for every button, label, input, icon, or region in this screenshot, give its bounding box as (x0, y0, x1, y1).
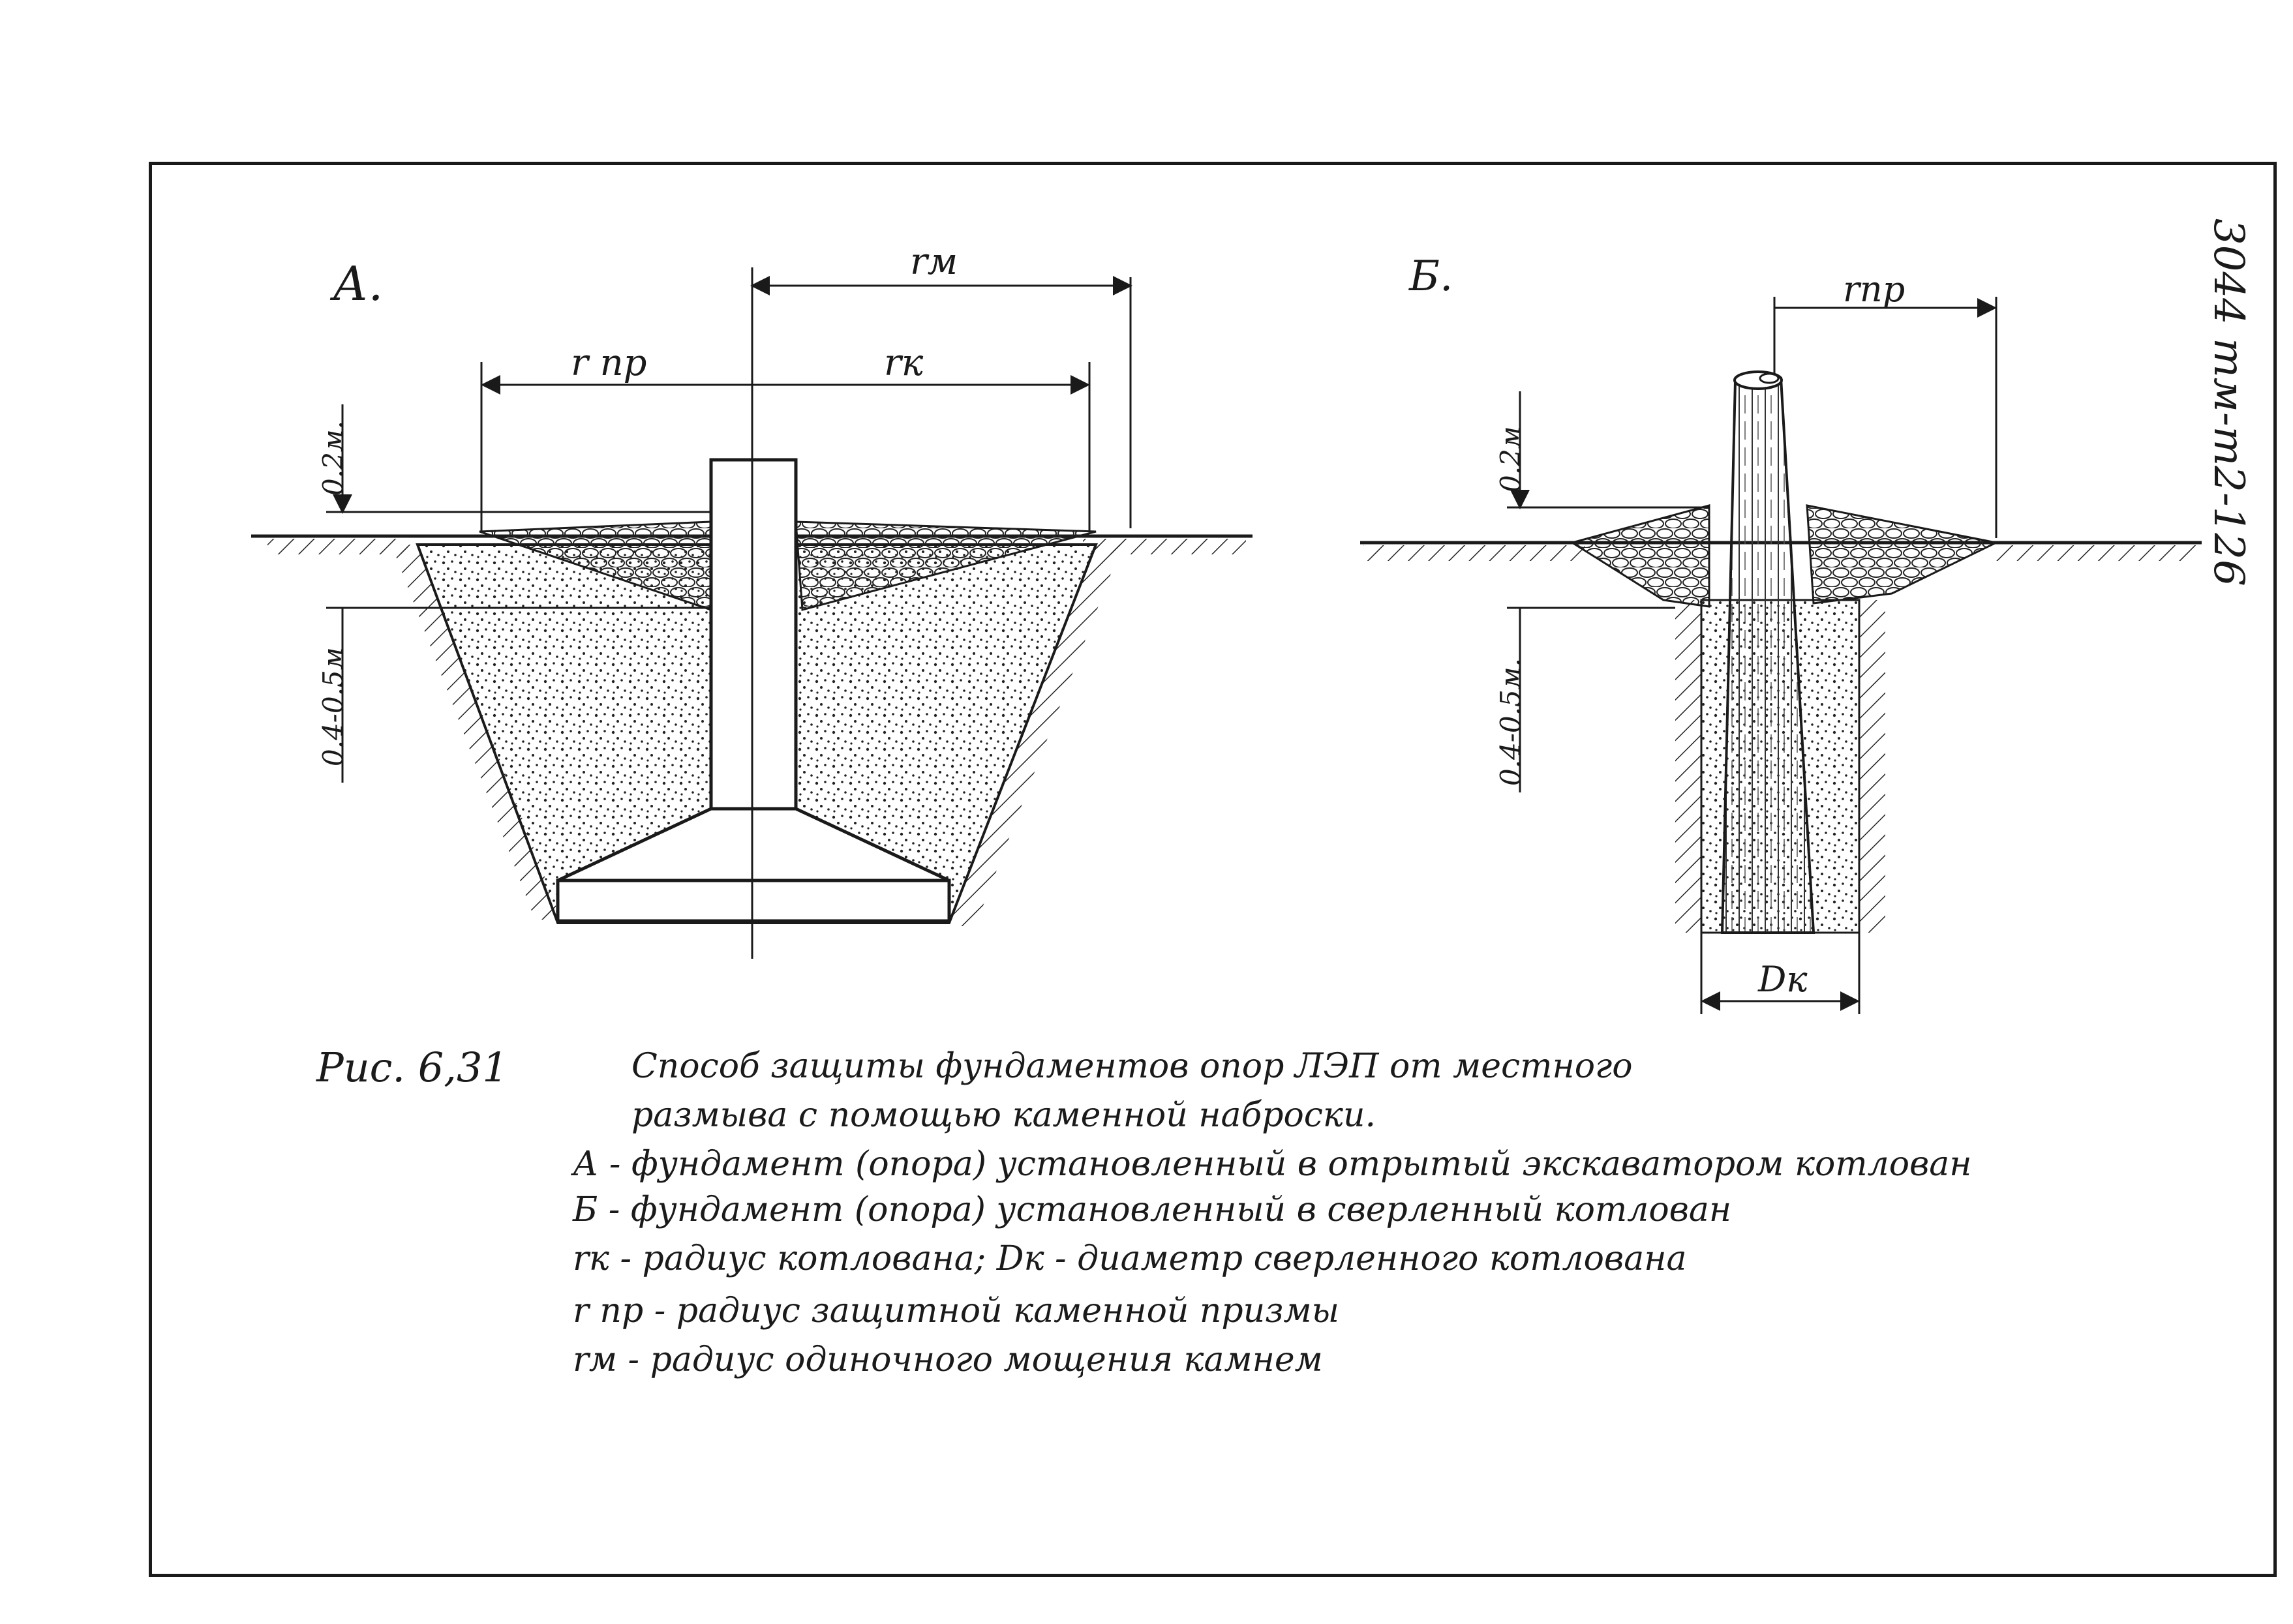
ground-hatch-right-b (1996, 545, 2198, 561)
figure-number: Рис. 6,31 (316, 1044, 508, 1091)
foundation-column (709, 458, 798, 811)
caption-line-4: Б - фундамент (опора) установленный в св… (573, 1190, 1732, 1229)
stone-prism-right-b (1806, 504, 1999, 605)
caption-line-6: r пр - радиус защитной каменной призмы (573, 1291, 1340, 1331)
caption-line-3: А - фундамент (опора) установленный в от… (573, 1145, 1972, 1184)
pit-wall-left-hatch (391, 545, 561, 920)
label-depth-top-b: 0.2м (1495, 426, 1526, 492)
pit-wall-right-hatch (949, 545, 1122, 926)
foundation-slab (556, 879, 951, 923)
label-rm: rм (910, 241, 958, 283)
pole-top (1733, 370, 1783, 390)
caption-line-2: размыва с помощью каменной наброски. (631, 1096, 1376, 1135)
diagram-b-label: Б. (1408, 252, 1453, 301)
diagram-a-label: А. (329, 256, 383, 311)
label-depth-side: 0.4-0.5м (317, 647, 349, 766)
label-rpr: r пр (571, 342, 646, 384)
label-depth-top: 0.2м. (317, 421, 349, 496)
bore-wall-right-hatch (1859, 600, 1885, 933)
stone-prism-left-b (1570, 504, 1710, 608)
caption-line-5: rк - радиус котлована; Dк - диаметр свер… (573, 1239, 1687, 1278)
diagram-b: Б. rпр 0.2м 0.4-0.5м. Dк (1360, 252, 2202, 1014)
bore-wall-left-hatch (1675, 600, 1701, 933)
label-rpr-b: rпр (1843, 269, 1905, 310)
caption-line-7: rм - радиус одиночного мощения камнем (573, 1340, 1323, 1379)
label-rk: rк (884, 342, 924, 384)
ground-hatch-left (267, 539, 408, 554)
label-depth-side-b: 0.4-0.5м. (1495, 658, 1526, 786)
document-code: 3044 тм-т2-126 (2204, 218, 2253, 586)
caption-line-1: Способ защиты фундаментов опор ЛЭП от ме… (631, 1047, 1633, 1086)
ground-hatch-left-b (1363, 545, 1585, 561)
drawing-frame (149, 162, 2277, 1577)
diagram-a: А. rм r пр rк 0.2м. 0.4-0.5м (251, 241, 1253, 959)
label-dk: Dк (1757, 959, 1808, 1000)
stone-prism-right (795, 520, 1097, 611)
